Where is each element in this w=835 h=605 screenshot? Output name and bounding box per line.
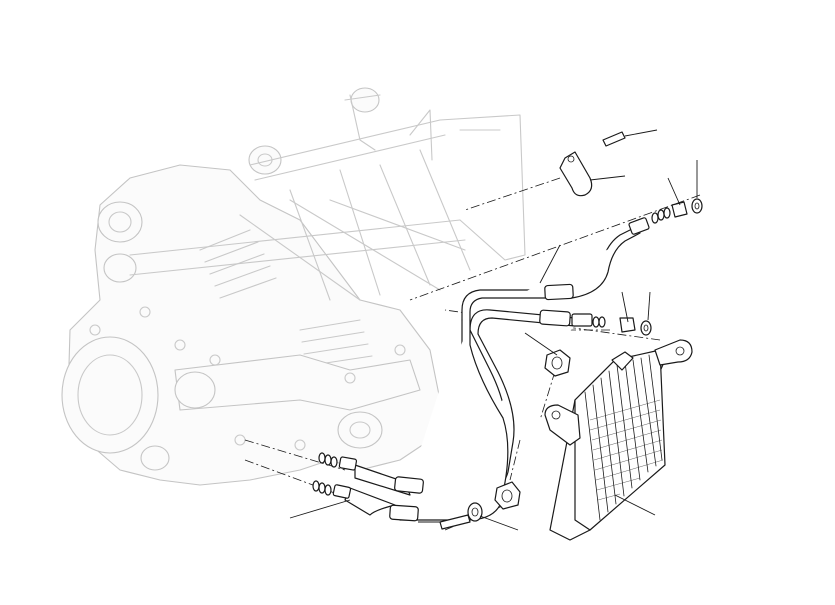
oil-cooler bbox=[544, 339, 693, 541]
banjo-bolt bbox=[671, 201, 688, 218]
fittings bbox=[312, 131, 703, 530]
leader-1 bbox=[624, 129, 658, 137]
callout-leaders bbox=[289, 129, 698, 531]
engine-and-frame-ghost bbox=[61, 87, 526, 486]
leader-6 bbox=[621, 291, 629, 323]
leader-7 bbox=[647, 291, 651, 321]
cooler-core-hatch bbox=[589, 399, 664, 501]
top-washer bbox=[691, 198, 703, 214]
bottom-bolt bbox=[439, 514, 471, 530]
upper-grommet bbox=[544, 349, 571, 377]
hose-clamp bbox=[559, 151, 593, 197]
oil-hoses bbox=[344, 224, 641, 522]
cooler-top-bracket bbox=[654, 339, 693, 366]
leader-5 bbox=[539, 244, 561, 284]
cooler-side-bracket bbox=[544, 404, 581, 446]
cooler-fins bbox=[584, 354, 663, 521]
middle-fitting bbox=[571, 313, 593, 327]
leader-3 bbox=[667, 177, 681, 206]
leader-12 bbox=[614, 494, 656, 516]
leader-11 bbox=[479, 515, 519, 531]
leader-2 bbox=[589, 175, 626, 181]
lower-grommet bbox=[494, 481, 521, 510]
leader-9 bbox=[289, 499, 351, 519]
upper-fitting bbox=[628, 217, 650, 235]
leader-8 bbox=[524, 332, 558, 356]
bottom-washer bbox=[467, 502, 483, 522]
top-bolt bbox=[602, 131, 626, 147]
